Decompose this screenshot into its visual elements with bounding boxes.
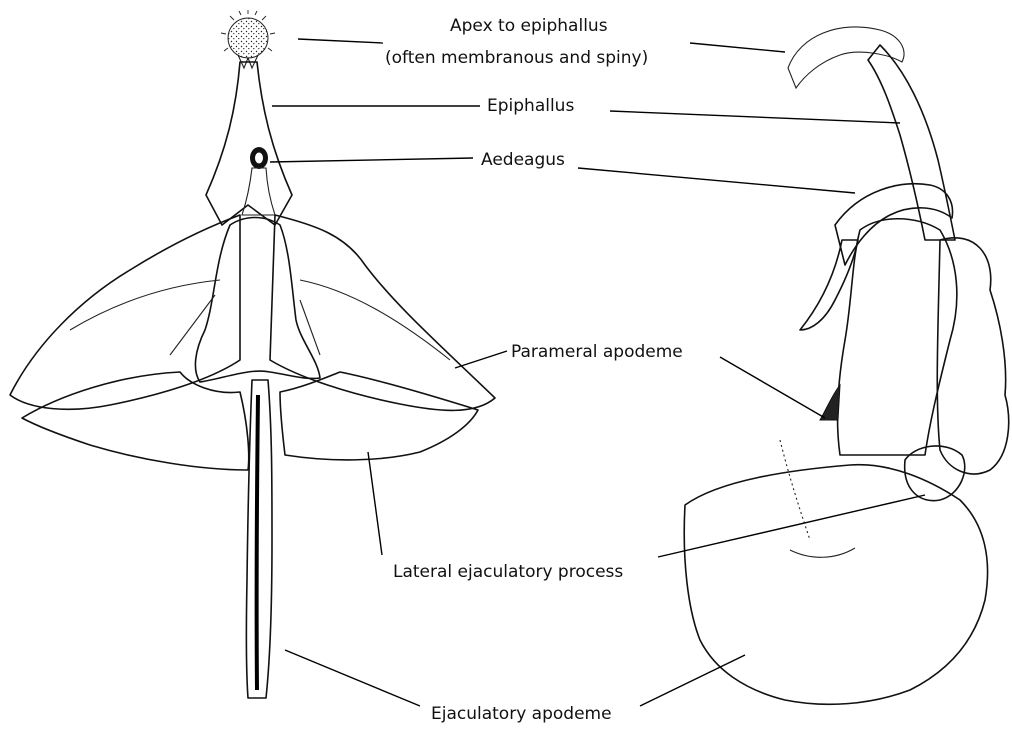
label-apex-line2: (often membranous and spiny) (385, 48, 648, 68)
leader-apex-left (298, 39, 383, 43)
leader-lateral-left (368, 452, 382, 555)
left-lower-plate (22, 372, 249, 470)
right-bulb-lobe (937, 238, 1008, 474)
right-ejaculatory-disc (684, 465, 987, 705)
left-epiphallus (206, 62, 292, 225)
label-ejaculatory-apodeme: Ejaculatory apodeme (431, 704, 612, 724)
leader-aedeagus-left (270, 158, 473, 162)
leader-apex-right (690, 43, 785, 52)
label-aedeagus: Aedeagus (481, 150, 565, 170)
label-lateral-ejaculatory-process: Lateral ejaculatory process (393, 562, 623, 582)
left-apex-tuft (221, 10, 275, 68)
left-lateral-lobe (10, 215, 240, 409)
leader-ejaculatory-left (285, 650, 420, 706)
right-small-knob (905, 446, 965, 501)
left-central-body (195, 218, 320, 383)
leader-aedeagus-right (578, 168, 855, 193)
right-specimen-drawing (684, 27, 1008, 704)
right-aedeagus-hook (835, 184, 953, 265)
leader-parameral-right (720, 357, 825, 418)
leader-lines (270, 39, 925, 706)
label-epiphallus: Epiphallus (487, 96, 574, 116)
leader-parameral-left (455, 351, 507, 368)
label-parameral-apodeme: Parameral apodeme (511, 342, 683, 362)
label-apex-line1: Apex to epiphallus (450, 16, 608, 36)
right-apex-curl (788, 27, 904, 88)
right-lower-plate (280, 372, 478, 460)
leader-epiphallus-right (610, 111, 900, 123)
right-epiphallus (868, 45, 955, 240)
leader-lateral-right (658, 495, 925, 557)
left-specimen-drawing (10, 10, 495, 698)
leader-ejaculatory-right (640, 655, 745, 706)
